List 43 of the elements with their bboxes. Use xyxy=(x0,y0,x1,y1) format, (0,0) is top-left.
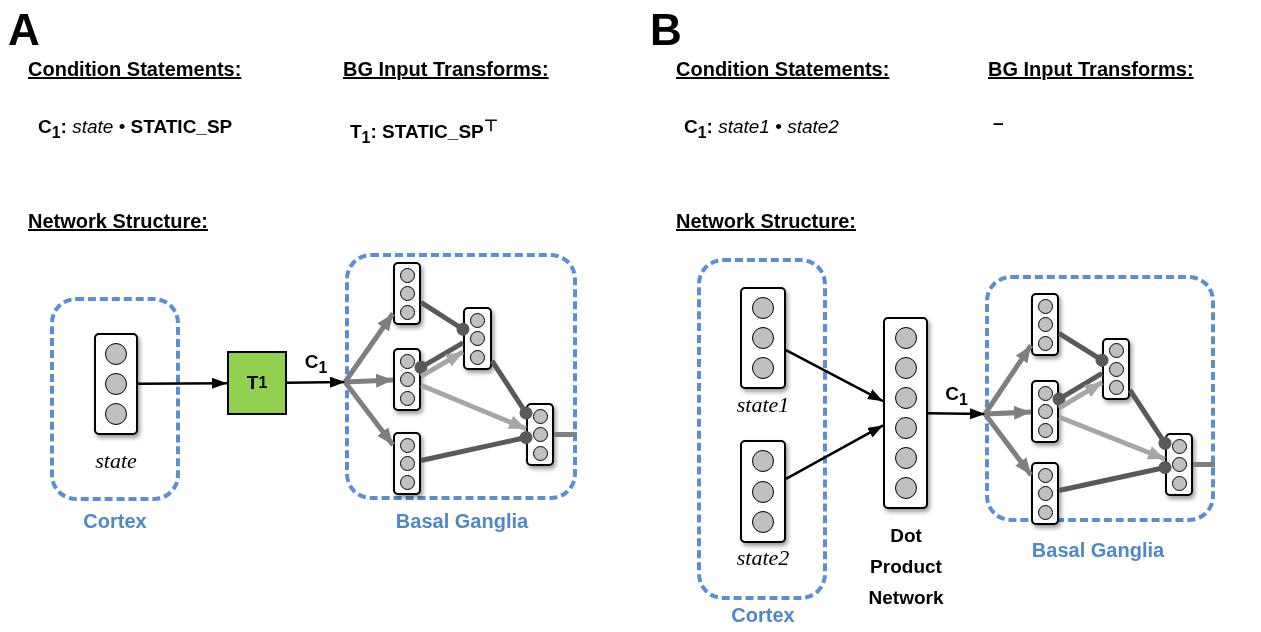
ensemble-label: state xyxy=(95,448,137,474)
arrow xyxy=(1058,414,1166,462)
region-label: Basal Ganglia xyxy=(395,510,529,533)
section-heading: Condition Statements: xyxy=(676,58,890,81)
condition-formula: C$_{1}$: state • STATIC_SP xyxy=(38,116,233,142)
inhibitory-connection xyxy=(1057,331,1109,367)
arrow xyxy=(420,382,527,432)
arrow xyxy=(785,349,884,403)
condition-formula: C$_{1}$: state1 • state2 xyxy=(684,116,839,142)
inhibitory-connection xyxy=(1127,388,1172,450)
section-heading: Network Structure: xyxy=(676,210,857,233)
transform-formula: T$_{1}$: STATIC_SP$^{⊤}$ xyxy=(350,116,498,148)
ensemble-label: state2 xyxy=(736,545,790,571)
panel-letter: A xyxy=(8,8,40,52)
section-heading: BG Input Transforms: xyxy=(988,58,1194,81)
empty-entry: – xyxy=(993,112,1004,134)
inhibitory-connection xyxy=(1058,461,1172,493)
ensemble-label: state1 xyxy=(736,392,790,418)
inhibitory-connection xyxy=(1052,371,1104,406)
region-label: Cortex xyxy=(731,604,795,627)
arrow xyxy=(138,377,227,389)
inhibitory-connection xyxy=(489,359,533,420)
panel-letter: B xyxy=(650,8,682,52)
connection-line xyxy=(554,432,577,437)
connection-line xyxy=(1193,462,1215,467)
arrow xyxy=(419,349,465,379)
arrow xyxy=(928,408,985,420)
arrow xyxy=(983,412,1033,477)
region-label: Basal Ganglia xyxy=(1031,539,1165,562)
section-heading: BG Input Transforms: xyxy=(343,58,549,81)
arrow xyxy=(343,380,395,447)
section-heading: Network Structure: xyxy=(28,210,209,233)
inhibitory-connection xyxy=(419,300,470,336)
ensemble-label: Dot Product Network xyxy=(867,524,945,610)
arrow xyxy=(1057,380,1104,411)
inhibitory-connection xyxy=(414,340,465,374)
section-heading: Condition Statements: xyxy=(28,58,242,81)
arrow xyxy=(287,376,345,388)
inhibitory-connection xyxy=(420,431,533,463)
arrow xyxy=(342,312,396,384)
region-label: Cortex xyxy=(83,510,147,533)
arrow xyxy=(785,424,884,480)
arrow xyxy=(982,344,1034,416)
